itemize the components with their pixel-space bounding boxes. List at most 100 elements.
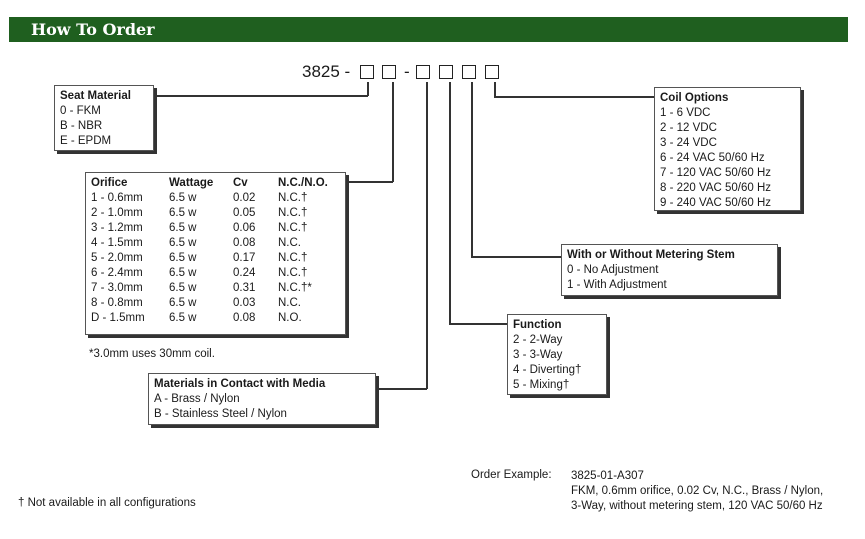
code-slot-function [439,65,453,79]
orifice-header-row: Orifice Wattage Cv N.C./N.O. [91,176,328,191]
col-header-wattage: Wattage [169,177,214,189]
cv-cell: 0.31 [233,282,256,294]
code-slot-orifice [382,65,396,79]
nc-no-cell: N.C.† [278,267,308,279]
wattage-cell: 6.5 w [169,222,197,234]
connector-line [471,82,473,257]
orifice-box: Orifice Wattage Cv N.C./N.O. 1 - 0.6mm 6.… [85,172,346,335]
connector-line [449,323,507,325]
cv-cell: 0.05 [233,207,256,219]
function-item: 3 - 3-Way [513,349,563,361]
function-item: 2 - 2-Way [513,334,563,346]
orifice-cell: 8 - 0.8mm [91,297,143,309]
connector-line [375,388,427,390]
cv-cell: 0.24 [233,267,256,279]
coil-item: 3 - 24 VDC [660,137,717,149]
part-code-prefix: 3825 - [302,62,351,81]
orifice-cell: 6 - 2.4mm [91,267,143,279]
orifice-row: 2 - 1.0mm 6.5 w 0.05 N.C.† [91,206,328,221]
orifice-row: 6 - 2.4mm 6.5 w 0.24 N.C.† [91,266,328,281]
function-title: Function [513,319,562,331]
wattage-cell: 6.5 w [169,312,197,324]
order-example-code: 3825-01-A307 [571,470,644,482]
materials-box: Materials in Contact with Media A - Bras… [148,373,376,425]
nc-no-cell: N.C.† [278,192,308,204]
cv-cell: 0.03 [233,297,256,309]
wattage-cell: 6.5 w [169,267,197,279]
cv-cell: 0.08 [233,237,256,249]
code-slot-coil [485,65,499,79]
metering-stem-title: With or Without Metering Stem [567,249,735,261]
materials-item: B - Stainless Steel / Nylon [154,408,287,420]
cv-cell: 0.08 [233,312,256,324]
wattage-cell: 6.5 w [169,252,197,264]
metering-item: 1 - With Adjustment [567,279,667,291]
connector-line [367,82,369,96]
code-dash: - [404,62,410,81]
coil-item: 6 - 24 VAC 50/60 Hz [660,152,765,164]
wattage-cell: 6.5 w [169,297,197,309]
connector-line [345,181,393,183]
orifice-row: D - 1.5mm 6.5 w 0.08 N.O. [91,311,328,326]
wattage-cell: 6.5 w [169,237,197,249]
orifice-row: 4 - 1.5mm 6.5 w 0.08 N.C. [91,236,328,251]
wattage-cell: 6.5 w [169,282,197,294]
cv-cell: 0.02 [233,192,256,204]
metering-item: 0 - No Adjustment [567,264,659,276]
coil-item: 2 - 12 VDC [660,122,717,134]
orifice-cell: 2 - 1.0mm [91,207,143,219]
coil-item: 1 - 6 VDC [660,107,711,119]
nc-no-cell: N.C. [278,297,301,309]
connector-line [153,95,368,97]
orifice-row: 8 - 0.8mm 6.5 w 0.03 N.C. [91,296,328,311]
connector-line [392,82,394,182]
nc-no-cell: N.C.† [278,252,308,264]
orifice-cell: 7 - 3.0mm [91,282,143,294]
code-slot-seat [360,65,374,79]
nc-no-cell: N.C.† [278,222,308,234]
wattage-cell: 6.5 w [169,192,197,204]
cv-cell: 0.17 [233,252,256,264]
function-box: Function 2 - 2-Way 3 - 3-Way 4 - Diverti… [507,314,607,395]
cv-cell: 0.06 [233,222,256,234]
seat-material-item: 0 - FKM [60,105,101,117]
nc-no-cell: N.O. [278,312,302,324]
orifice-cell: D - 1.5mm [91,312,145,324]
col-header-nc-no: N.C./N.O. [278,177,328,189]
nc-no-cell: N.C.† [278,207,308,219]
availability-footnote: † Not available in all configurations [18,497,196,509]
function-item: 5 - Mixing† [513,379,570,391]
nc-no-cell: N.C. [278,237,301,249]
orifice-table: Orifice Wattage Cv N.C./N.O. 1 - 0.6mm 6.… [91,176,328,326]
connector-line [426,82,428,389]
order-example-line: FKM, 0.6mm orifice, 0.02 Cv, N.C., Brass… [571,485,824,497]
materials-title: Materials in Contact with Media [154,378,326,390]
coil-item: 9 - 240 VAC 50/60 Hz [660,197,772,209]
order-example-line: 3-Way, without metering stem, 120 VAC 50… [571,500,823,512]
orifice-cell: 3 - 1.2mm [91,222,143,234]
connector-line [449,82,451,324]
col-header-orifice: Orifice [91,177,128,189]
metering-stem-box: With or Without Metering Stem 0 - No Adj… [561,244,778,296]
orifice-cell: 4 - 1.5mm [91,237,143,249]
connector-line [494,96,654,98]
orifice-row: 5 - 2.0mm 6.5 w 0.17 N.C.† [91,251,328,266]
page-title: How To Order [31,20,155,39]
connector-line [494,82,496,97]
connector-line [471,256,561,258]
seat-material-box: Seat Material 0 - FKM B - NBR E - EPDM [54,85,154,151]
nc-no-cell: N.C.†* [278,282,312,294]
orifice-row: 7 - 3.0mm 6.5 w 0.31 N.C.†* [91,281,328,296]
code-slot-material [416,65,430,79]
code-slot-metering [462,65,476,79]
order-example-label: Order Example: [471,469,552,481]
seat-material-item: E - EPDM [60,135,112,147]
orifice-cell: 5 - 2.0mm [91,252,143,264]
materials-item: A - Brass / Nylon [154,393,240,405]
wattage-cell: 6.5 w [169,207,197,219]
seat-material-title: Seat Material [60,90,131,102]
orifice-row: 1 - 0.6mm 6.5 w 0.02 N.C.† [91,191,328,206]
header-bar: How To Order [9,17,848,42]
coil-options-box: Coil Options 1 - 6 VDC 2 - 12 VDC 3 - 24… [654,87,801,211]
orifice-cell: 1 - 0.6mm [91,192,143,204]
